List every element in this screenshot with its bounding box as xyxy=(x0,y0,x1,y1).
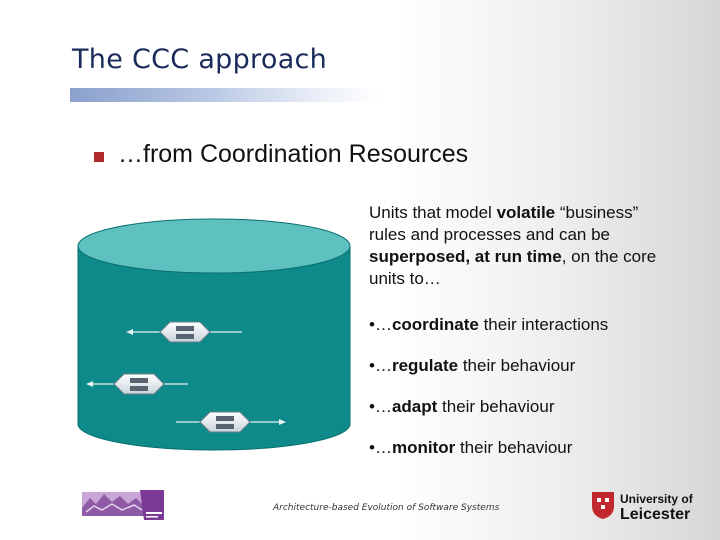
coordination-unit-icon xyxy=(86,373,188,395)
title-underline xyxy=(70,88,380,102)
slide-title: The CCC approach xyxy=(72,44,328,75)
main-bullet: …from Coordination Resources xyxy=(118,140,469,168)
point-coordinate: •…coordinate their interactions xyxy=(369,315,609,334)
database-cylinder-icon xyxy=(77,218,351,451)
point-adapt: •…adapt their behaviour xyxy=(369,397,555,416)
description-paragraph: Units that model volatile “business” rul… xyxy=(369,203,657,288)
university-wordmark: University of Leicester xyxy=(620,492,693,523)
coordination-unit-icon xyxy=(176,411,286,433)
point-regulate: •…regulate their behaviour xyxy=(369,356,576,375)
leicester-crest-icon xyxy=(592,492,614,519)
point-monitor: •…monitor their behaviour xyxy=(369,438,573,457)
conference-logo-icon xyxy=(82,490,164,520)
coordination-unit-icon xyxy=(126,321,242,343)
bullet-marker xyxy=(94,152,104,162)
footer-text: Architecture-based Evolution of Software… xyxy=(273,503,500,513)
